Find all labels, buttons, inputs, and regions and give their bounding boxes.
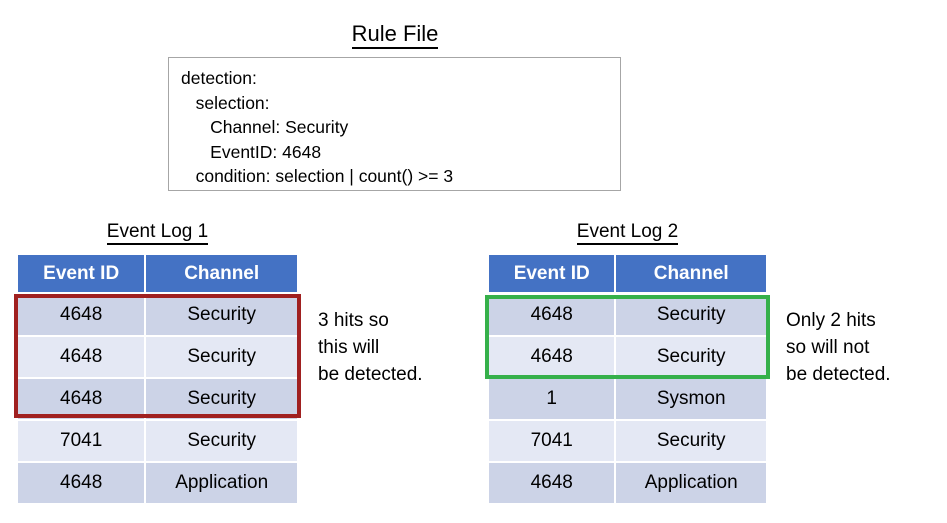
table-header-row: Event ID Channel [489, 255, 766, 295]
table-row[interactable]: 4648 Security [18, 379, 297, 421]
table-row[interactable]: 7041 Security [18, 421, 297, 463]
table-row[interactable]: 4648 Security [18, 295, 297, 337]
rule-line-channel: Channel: Security [181, 117, 349, 137]
cell-event-id: 7041 [18, 421, 147, 463]
annotation-log2: Only 2 hits so will not be detected. [786, 310, 891, 385]
cell-channel: Application [616, 463, 766, 503]
rule-line-eventid: EventID: 4648 [181, 141, 322, 162]
cell-channel: Security [616, 421, 766, 463]
cell-channel: Security [146, 421, 297, 463]
event-log-1-table: Event ID Channel 4648 Security 4648 Secu… [18, 255, 297, 503]
table-row[interactable]: 4648 Security [489, 337, 766, 379]
cell-event-id: 7041 [489, 421, 617, 463]
table-row[interactable]: 4648 Application [489, 463, 766, 503]
event-log-2-title: Event Log 2 [489, 220, 766, 245]
cell-event-id: 4648 [18, 463, 147, 503]
event-log-2-title-text: Event Log 2 [576, 221, 679, 245]
cell-event-id: 4648 [489, 463, 617, 503]
cell-channel: Security [616, 295, 766, 337]
cell-event-id: 4648 [489, 295, 617, 337]
rule-line-detection: detection: [181, 68, 257, 88]
cell-channel: Application [146, 463, 297, 503]
table-row[interactable]: 1 Sysmon [489, 379, 766, 421]
column-header-event-id: Event ID [489, 255, 617, 295]
cell-channel: Security [616, 337, 766, 379]
cell-channel: Security [146, 295, 297, 337]
table-header-row: Event ID Channel [18, 255, 297, 295]
cell-event-id: 4648 [18, 337, 147, 379]
cell-event-id: 1 [489, 379, 617, 421]
table-row[interactable]: 4648 Security [18, 337, 297, 379]
event-log-1-title-text: Event Log 1 [106, 221, 209, 245]
cell-channel: Security [146, 379, 297, 421]
rule-file-title: Rule File [0, 20, 790, 49]
table-row[interactable]: 7041 Security [489, 421, 766, 463]
event-log-2-table: Event ID Channel 4648 Security 4648 Secu… [489, 255, 766, 503]
table-row[interactable]: 4648 Application [18, 463, 297, 503]
cell-event-id: 4648 [18, 295, 147, 337]
cell-event-id: 4648 [18, 379, 147, 421]
cell-channel: Security [146, 337, 297, 379]
rule-file-box: detection: selection: Channel: Security … [168, 57, 621, 191]
rule-file-title-text: Rule File [351, 21, 439, 49]
column-header-channel: Channel [146, 255, 297, 295]
cell-channel: Sysmon [616, 379, 766, 421]
rule-line-selection: selection: [181, 92, 270, 113]
cell-event-id: 4648 [489, 337, 617, 379]
column-header-channel: Channel [616, 255, 766, 295]
column-header-event-id: Event ID [18, 255, 147, 295]
annotation-log1: 3 hits so this will be detected. [318, 310, 423, 385]
rule-line-condition: condition: selection | count() >= 3 [181, 166, 454, 186]
table-row[interactable]: 4648 Security [489, 295, 766, 337]
event-log-1-title: Event Log 1 [18, 220, 297, 245]
